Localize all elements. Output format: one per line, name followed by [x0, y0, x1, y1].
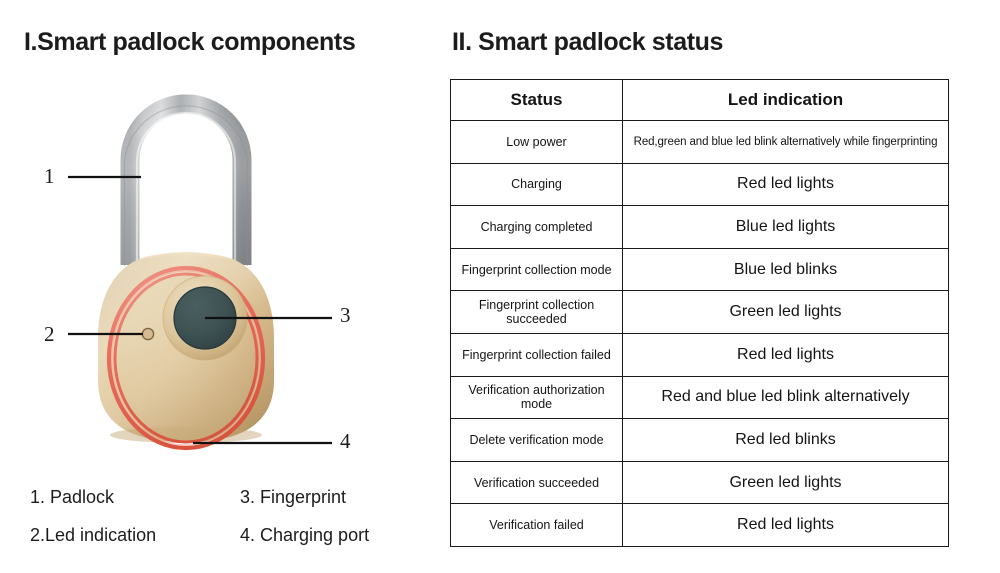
cell-status: Fingerprint collection failed — [450, 332, 623, 377]
component-legend: 1. Padlock 3. Fingerprint 2.Led indicati… — [30, 478, 430, 554]
cell-led-indication: Green led lights — [622, 460, 949, 505]
table-header-row: Status Led indication — [450, 79, 949, 121]
cell-status: Fingerprint collection mode — [450, 247, 623, 292]
legend-item-padlock: 1. Padlock — [30, 486, 115, 507]
right-section-heading: II. Smart padlock status — [452, 28, 724, 56]
cell-status: Verification authorization mode — [450, 375, 623, 420]
cell-status: Charging completed — [450, 205, 623, 249]
callout-number-1: 1 — [44, 164, 55, 188]
padlock-shackle — [120, 94, 252, 266]
cell-status: Low power — [450, 120, 623, 164]
cell-status: Charging — [450, 162, 623, 207]
callout-number-2: 2 — [44, 322, 55, 346]
cell-led-indication: Red led blinks — [622, 418, 949, 462]
padlock-illustration — [68, 94, 332, 451]
cell-led-indication: Blue led blinks — [622, 247, 949, 292]
cell-status: Fingerprint collection succeeded — [450, 290, 623, 334]
cell-led-indication: Red led lights — [622, 332, 949, 377]
led-indication-hole — [141, 327, 155, 341]
column-header-status: Status — [450, 79, 623, 121]
cell-status: Verification failed — [450, 503, 623, 547]
legend-item-charging-port: 4. Charging port — [240, 524, 370, 545]
cell-led-indication: Red,green and blue led blink alternative… — [622, 120, 949, 164]
callout-number-4: 4 — [340, 429, 351, 453]
callout-number-3: 3 — [340, 303, 351, 327]
cell-led-indication: Blue led lights — [622, 205, 949, 249]
cell-status: Verification succeeded — [450, 460, 623, 505]
cell-led-indication: Green led lights — [622, 290, 949, 334]
column-header-led-indication: Led indication — [622, 79, 949, 121]
cell-status: Delete verification mode — [450, 418, 623, 462]
left-section-heading: I.Smart padlock components — [24, 28, 356, 56]
legend-item-led-indication: 2.Led indication — [30, 524, 157, 545]
cell-led-indication: Red led lights — [622, 162, 949, 207]
legend-item-fingerprint: 3. Fingerprint — [240, 486, 347, 507]
cell-led-indication: Red led lights — [622, 503, 949, 547]
padlock-figure — [0, 80, 440, 470]
callout-lines — [68, 175, 332, 445]
cell-led-indication: Red and blue led blink alternatively — [622, 375, 949, 420]
